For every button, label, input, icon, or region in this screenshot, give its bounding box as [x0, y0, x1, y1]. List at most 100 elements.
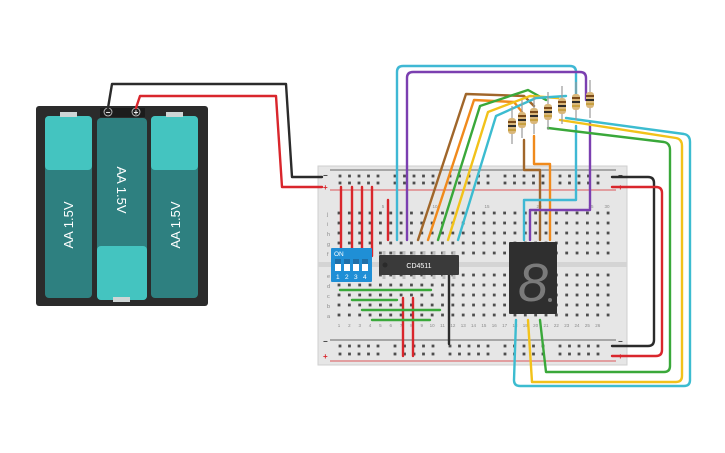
hole[interactable] — [503, 273, 506, 277]
hole[interactable] — [410, 221, 413, 225]
hole[interactable] — [575, 221, 579, 225]
hole[interactable] — [523, 313, 527, 317]
hole[interactable] — [389, 283, 393, 287]
hole[interactable] — [347, 221, 351, 225]
hole[interactable] — [420, 283, 424, 287]
wire-green-loop[interactable] — [538, 126, 672, 374]
hole[interactable] — [461, 293, 465, 297]
hole[interactable] — [503, 283, 506, 287]
hole[interactable] — [492, 221, 496, 225]
hole[interactable] — [575, 293, 579, 297]
rail-hole[interactable] — [376, 352, 380, 356]
hole[interactable] — [389, 251, 393, 255]
rail-hole[interactable] — [587, 344, 590, 348]
hole[interactable] — [430, 241, 434, 245]
hole[interactable] — [410, 251, 413, 255]
hole[interactable] — [586, 303, 589, 307]
hole[interactable] — [472, 293, 475, 297]
rail-hole[interactable] — [357, 181, 361, 185]
wire-blue-top[interactable] — [395, 64, 578, 242]
rail-hole[interactable] — [412, 174, 416, 178]
hole[interactable] — [565, 211, 569, 215]
rail-hole[interactable] — [558, 352, 562, 356]
hole[interactable] — [503, 221, 506, 225]
wire-purple-display[interactable] — [528, 120, 592, 242]
hole[interactable] — [554, 211, 558, 215]
hole[interactable] — [451, 313, 455, 317]
hole[interactable] — [410, 231, 413, 235]
rail-hole[interactable] — [393, 181, 397, 185]
rail-hole[interactable] — [448, 181, 452, 185]
hole[interactable] — [379, 231, 382, 235]
rail-hole[interactable] — [403, 174, 406, 178]
hole[interactable] — [575, 211, 579, 215]
hole[interactable] — [430, 293, 434, 297]
hole[interactable] — [492, 211, 496, 215]
rail-hole[interactable] — [422, 352, 425, 356]
battery-pack[interactable]: AA 1.5V AA 1.5V AA 1.5V − + — [36, 106, 208, 306]
hole[interactable] — [451, 211, 455, 215]
hole[interactable] — [399, 293, 403, 297]
rail-hole[interactable] — [467, 181, 471, 185]
rail-hole[interactable] — [357, 174, 361, 178]
hole[interactable] — [337, 283, 341, 287]
hole[interactable] — [337, 231, 341, 235]
hole[interactable] — [379, 211, 382, 215]
wire-black-right[interactable] — [610, 175, 656, 348]
wire-orange-display[interactable] — [532, 134, 552, 242]
hole[interactable] — [379, 241, 382, 245]
hole[interactable] — [575, 241, 579, 245]
hole[interactable] — [503, 231, 506, 235]
wire-purple-top[interactable] — [405, 70, 588, 242]
hole[interactable] — [472, 313, 475, 317]
hole[interactable] — [389, 231, 393, 235]
hole[interactable] — [399, 251, 403, 255]
rail-hole[interactable] — [568, 352, 571, 356]
hole[interactable] — [544, 313, 548, 317]
hole[interactable] — [575, 251, 579, 255]
rail-hole[interactable] — [522, 181, 526, 185]
rail-hole[interactable] — [338, 344, 342, 348]
rail-hole[interactable] — [522, 174, 526, 178]
wire-blue-display[interactable] — [522, 124, 578, 242]
hole[interactable] — [565, 221, 569, 225]
hole[interactable] — [565, 293, 569, 297]
hole[interactable] — [472, 303, 475, 307]
resistor[interactable] — [508, 106, 516, 144]
hole[interactable] — [461, 303, 465, 307]
rail-hole[interactable] — [596, 181, 600, 185]
hole[interactable] — [368, 231, 372, 235]
hole[interactable] — [596, 251, 600, 255]
hole[interactable] — [596, 221, 600, 225]
rail-hole[interactable] — [522, 352, 526, 356]
hole[interactable] — [472, 241, 475, 245]
hole[interactable] — [565, 273, 569, 277]
hole[interactable] — [554, 221, 558, 225]
hole[interactable] — [482, 251, 486, 255]
hole[interactable] — [513, 211, 517, 215]
hole[interactable] — [420, 231, 424, 235]
hole[interactable] — [575, 313, 579, 317]
hole[interactable] — [451, 231, 455, 235]
hole[interactable] — [441, 231, 444, 235]
hole[interactable] — [389, 241, 393, 245]
hole[interactable] — [565, 303, 569, 307]
rail-hole[interactable] — [393, 352, 397, 356]
hole[interactable] — [586, 251, 589, 255]
hole[interactable] — [347, 241, 351, 245]
hole[interactable] — [410, 241, 413, 245]
rail-hole[interactable] — [422, 344, 425, 348]
hole[interactable] — [492, 251, 496, 255]
hole[interactable] — [441, 241, 444, 245]
rail-hole[interactable] — [532, 352, 535, 356]
hole[interactable] — [430, 221, 434, 225]
hole[interactable] — [347, 211, 351, 215]
hole[interactable] — [399, 231, 403, 235]
hole[interactable] — [420, 241, 424, 245]
hole[interactable] — [389, 293, 393, 297]
rail-hole[interactable] — [596, 352, 600, 356]
hole[interactable] — [503, 251, 506, 255]
hole[interactable] — [503, 313, 506, 317]
rail-hole[interactable] — [367, 344, 370, 348]
rail-hole[interactable] — [338, 174, 342, 178]
